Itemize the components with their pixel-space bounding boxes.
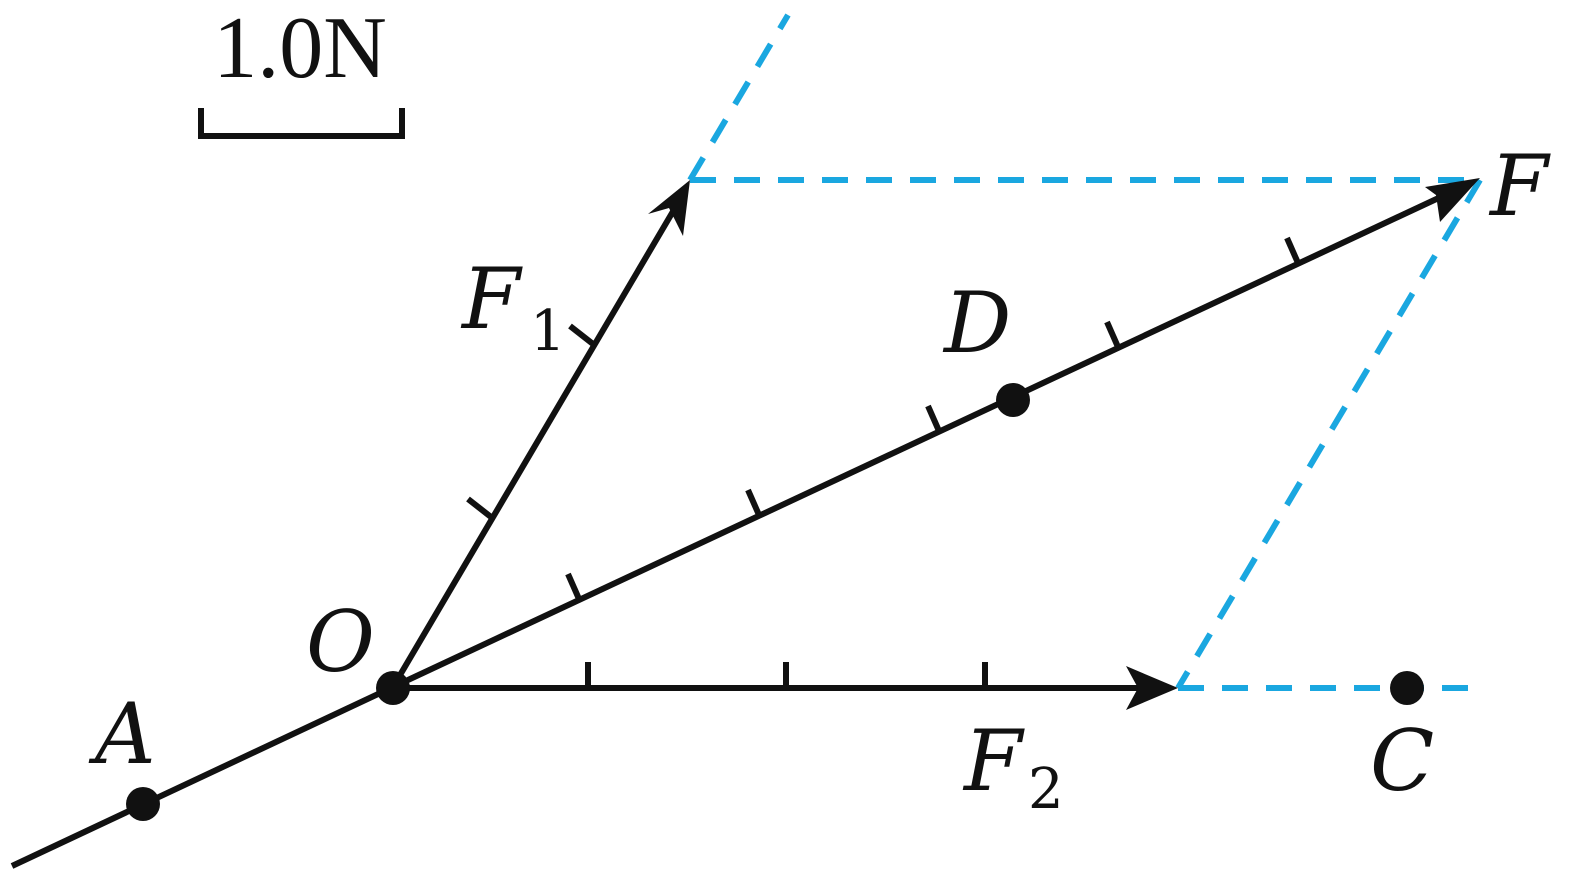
label-c: C	[1370, 712, 1434, 810]
label-a: A	[88, 685, 156, 783]
label-f2-subscript: 2	[1028, 757, 1064, 822]
resultant-tick-5	[1284, 236, 1301, 265]
f1-tick-1	[466, 496, 493, 520]
point-c	[1390, 671, 1424, 705]
right-side-dashed	[1175, 178, 1483, 690]
f1-extension-dashed	[687, 13, 791, 182]
label-o: O	[306, 593, 375, 691]
f1-shaft	[390, 206, 678, 689]
f1-arrowhead	[648, 180, 690, 236]
point-o	[376, 671, 410, 705]
f2-vector-group	[393, 662, 1140, 691]
f1-tick-2	[568, 323, 595, 347]
labels: F 1 F 2 F D O A C	[88, 137, 1551, 822]
label-d: D	[942, 274, 1011, 372]
scale-bracket	[198, 108, 405, 139]
label-f2: F	[962, 712, 1025, 810]
resultant-tick-3	[925, 404, 942, 433]
f1-vector-group	[390, 206, 678, 689]
f2-arrowhead	[1126, 666, 1178, 710]
label-f1-subscript: 1	[530, 299, 566, 364]
scale-label: 1.0N	[213, 0, 387, 97]
point-d	[996, 383, 1030, 417]
construction-lines	[687, 13, 1483, 691]
points	[126, 383, 1424, 821]
resultant-line-group	[10, 192, 1447, 869]
resultant-tick-4	[1104, 320, 1121, 349]
scale-bar: 1.0N	[198, 0, 405, 139]
resultant-tick-1	[565, 572, 582, 601]
resultant-f-arrowhead	[1425, 178, 1480, 222]
point-a	[126, 787, 160, 821]
resultant-tick-2	[745, 488, 762, 517]
label-f: F	[1488, 137, 1551, 235]
resultant-f-shaft	[391, 192, 1447, 690]
label-f1: F	[460, 250, 523, 348]
line-a-to-o	[10, 684, 395, 869]
